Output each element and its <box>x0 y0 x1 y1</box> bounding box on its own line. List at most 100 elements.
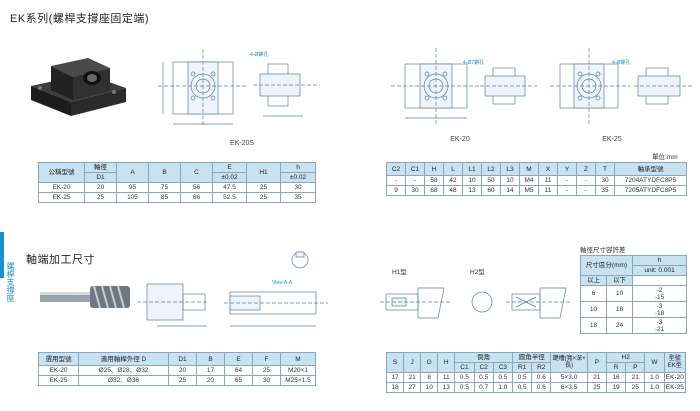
table-cell: 0.5 <box>454 372 475 383</box>
col-header: J <box>403 352 422 373</box>
col-header: 公稱型號 <box>38 162 85 183</box>
col-header: Y <box>557 162 577 176</box>
h-type-drawings <box>380 287 570 319</box>
col-subheader: R2 <box>531 362 552 373</box>
col-group-header: 倒角 <box>454 352 513 363</box>
ek20-bolt-label: 4-Ø7鑽孔 <box>463 59 484 66</box>
col-header: P <box>586 352 607 373</box>
col-header: B <box>148 162 181 183</box>
table-row: 6 10 -2-15 <box>580 285 688 302</box>
col-header: unit: 0.001 <box>632 265 688 276</box>
col-group-header: 鍵槽(寬×深×長) <box>550 352 588 373</box>
table-cell: 0.5 <box>511 372 533 383</box>
col-header: C1 <box>405 162 425 176</box>
view-aa-section <box>291 251 309 269</box>
col-subheader: P <box>625 362 646 373</box>
table-cell: 19 <box>605 382 627 393</box>
table-cell: 25 <box>586 382 607 393</box>
table-cell: 64 <box>224 365 253 376</box>
col-header: E <box>224 352 253 366</box>
table-cell: 0.6 <box>531 372 552 383</box>
h1-type-label: H1型 <box>392 269 407 276</box>
table-cell: 56 <box>180 182 213 193</box>
table-cell: 35 <box>595 185 615 196</box>
table-cell: 10 <box>580 301 607 318</box>
ek20-drawing: 4-Ø7鑽孔 <box>391 48 537 124</box>
col-subheader: C3 <box>492 362 514 373</box>
table-cell: 20 <box>84 182 117 193</box>
col-subheader: 以上 <box>580 275 607 286</box>
table-cell: 20 <box>196 375 225 386</box>
table-cell: 25 <box>84 192 117 203</box>
ek25-drawing: 4-Ø螺孔 <box>550 48 694 124</box>
table-cell: EK-20 <box>38 182 85 193</box>
ek20s-bolt-label: 4-Ø螺孔 <box>250 51 268 58</box>
table-cell: 30 <box>405 185 425 196</box>
table-cell: 1.0 <box>492 382 514 393</box>
page-title: EK系列(螺桿支撐座固定端) <box>10 13 149 25</box>
table-cell: -15 <box>654 293 665 301</box>
col-subheader: ±0.02 <box>212 172 247 183</box>
table-cell: 75 <box>148 182 181 193</box>
table-row: 10 18 -3-18 <box>580 301 688 318</box>
col-header: H <box>437 352 456 373</box>
table-cell: 52.5 <box>212 192 247 203</box>
col-header: L1 <box>462 162 482 176</box>
col-header: H <box>424 162 444 176</box>
table-cell: - <box>557 175 577 186</box>
table-cell: 0.7 <box>473 382 494 393</box>
shaft-end-drawing: View A-A <box>40 280 328 327</box>
table-cell: M5 <box>519 185 539 196</box>
table-cell: EK-25 <box>38 375 79 386</box>
table-cell: 0.6 <box>531 382 552 393</box>
ek25-bolt-label: 4-Ø螺孔 <box>612 59 630 66</box>
col-subheader: 以下 <box>605 275 634 286</box>
table-cell: - <box>386 175 406 186</box>
ek20-caption: EK-20 <box>450 136 470 143</box>
table-cell: 6×3.5 <box>550 382 588 393</box>
table-cell: 18 <box>385 382 405 393</box>
ek20s-caption: EK-20S <box>229 140 255 147</box>
table-cell: 65 <box>224 375 253 386</box>
side-tab-marker <box>0 232 4 278</box>
table-cell: EK-20 <box>38 365 79 376</box>
col-header: L3 <box>500 162 520 176</box>
table-row: 18 24 -3-21 <box>580 317 688 334</box>
table-cell: M4 <box>519 175 539 186</box>
table-cell: 30 <box>280 182 316 193</box>
h2-type-label: H2型 <box>470 269 485 276</box>
table-cell: 25 <box>168 375 197 386</box>
ek20s-drawing: 4-Ø螺孔 <box>158 49 320 126</box>
col-header: C2 <box>386 162 406 176</box>
product-photo <box>31 58 126 116</box>
table-cell: 1.0 <box>644 382 665 393</box>
table-cell: 5×3.0 <box>550 372 588 383</box>
col-header: 選用型號 <box>38 352 79 366</box>
tolerance-title: 軸徑尺寸容許差 <box>580 247 626 254</box>
table-cell: 10 <box>605 285 634 302</box>
table-cell: -3 <box>656 318 663 326</box>
table-cell: 14 <box>500 185 520 196</box>
col-header: F <box>252 352 281 366</box>
col-group-header: 圓角半徑 <box>511 352 552 363</box>
table-cell: 50 <box>481 175 501 186</box>
table-cell: 10 <box>462 175 482 186</box>
col-header: 軸承型號 <box>614 162 687 176</box>
top-dimension-table: 公稱型號 軸徑 A B C E H1 h D1 ±0.02 ±0.02 EK-2… <box>38 162 316 203</box>
table-cell: 16 <box>605 372 627 383</box>
table-cell: 42 <box>443 175 463 186</box>
table-cell: 6 <box>580 285 607 302</box>
col-header: E <box>212 162 247 173</box>
view-aa-label: View A-A <box>272 280 293 286</box>
col-group-header: H2 <box>605 352 646 363</box>
table-cell: 85 <box>148 192 181 203</box>
table-cell: -2 <box>656 286 663 294</box>
col-header: A <box>116 162 149 183</box>
